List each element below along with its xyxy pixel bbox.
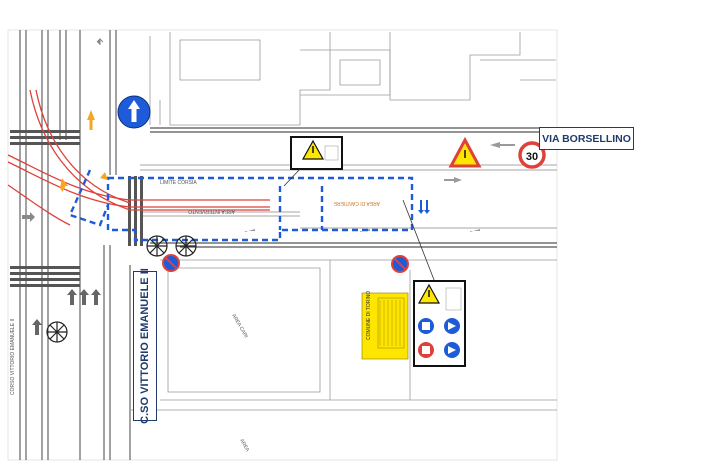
roadworks-sign-panel-bottom xyxy=(413,280,466,367)
svg-text:LIMITE CORSIA: LIMITE CORSIA xyxy=(160,180,197,186)
speed-limit-value: 30 xyxy=(526,151,538,163)
svg-text:AREA DI CANTIERE: AREA DI CANTIERE xyxy=(333,200,380,206)
road-edges xyxy=(150,127,557,248)
municipality-panel-title: COMUNE DI TORINO xyxy=(366,291,372,340)
orange-direction-arrows xyxy=(60,110,108,192)
roadworks-sign-panel-top xyxy=(290,136,343,170)
corso-lines xyxy=(19,30,131,460)
worksite-annotations: AREA INTERVENTO AREA DI CANTIERE LIMITE … xyxy=(160,180,380,214)
drawing-frame xyxy=(7,29,558,461)
turn-lane-arrows xyxy=(32,289,101,335)
tram-tracks xyxy=(7,89,270,226)
sign-pole-bottom xyxy=(402,199,437,286)
crosswalks xyxy=(10,130,143,287)
speed-limit-sign: 30 xyxy=(518,141,546,169)
street-label-via-borsellino: VIA BORSELLINO xyxy=(539,127,634,150)
red-warning-triangle-sign xyxy=(448,136,482,168)
svg-text:CORSO VITTORIO EMANUELE II: CORSO VITTORIO EMANUELE II xyxy=(10,319,16,395)
street-label-corso-vittorio: C.SO VITTORIO EMANUELE II xyxy=(133,268,157,424)
no-parking-sign-2 xyxy=(391,255,409,273)
worksite-boundary xyxy=(68,169,414,242)
misc-street-arrows xyxy=(22,37,430,222)
lower-building-outlines xyxy=(130,259,557,411)
bicycle-rack-icons xyxy=(46,235,197,343)
street-label-corso-text: C.SO VITTORIO EMANUELE II xyxy=(139,268,151,424)
mandatory-direction-sign xyxy=(117,95,151,129)
lane-markings xyxy=(140,164,557,229)
sign-pole-top xyxy=(283,168,301,187)
svg-text:AREA INTERVENTO: AREA INTERVENTO xyxy=(188,208,235,214)
municipality-panel: COMUNE DI TORINO xyxy=(361,291,409,360)
no-parking-sign-1 xyxy=(162,254,180,272)
building-outlines xyxy=(149,32,556,126)
